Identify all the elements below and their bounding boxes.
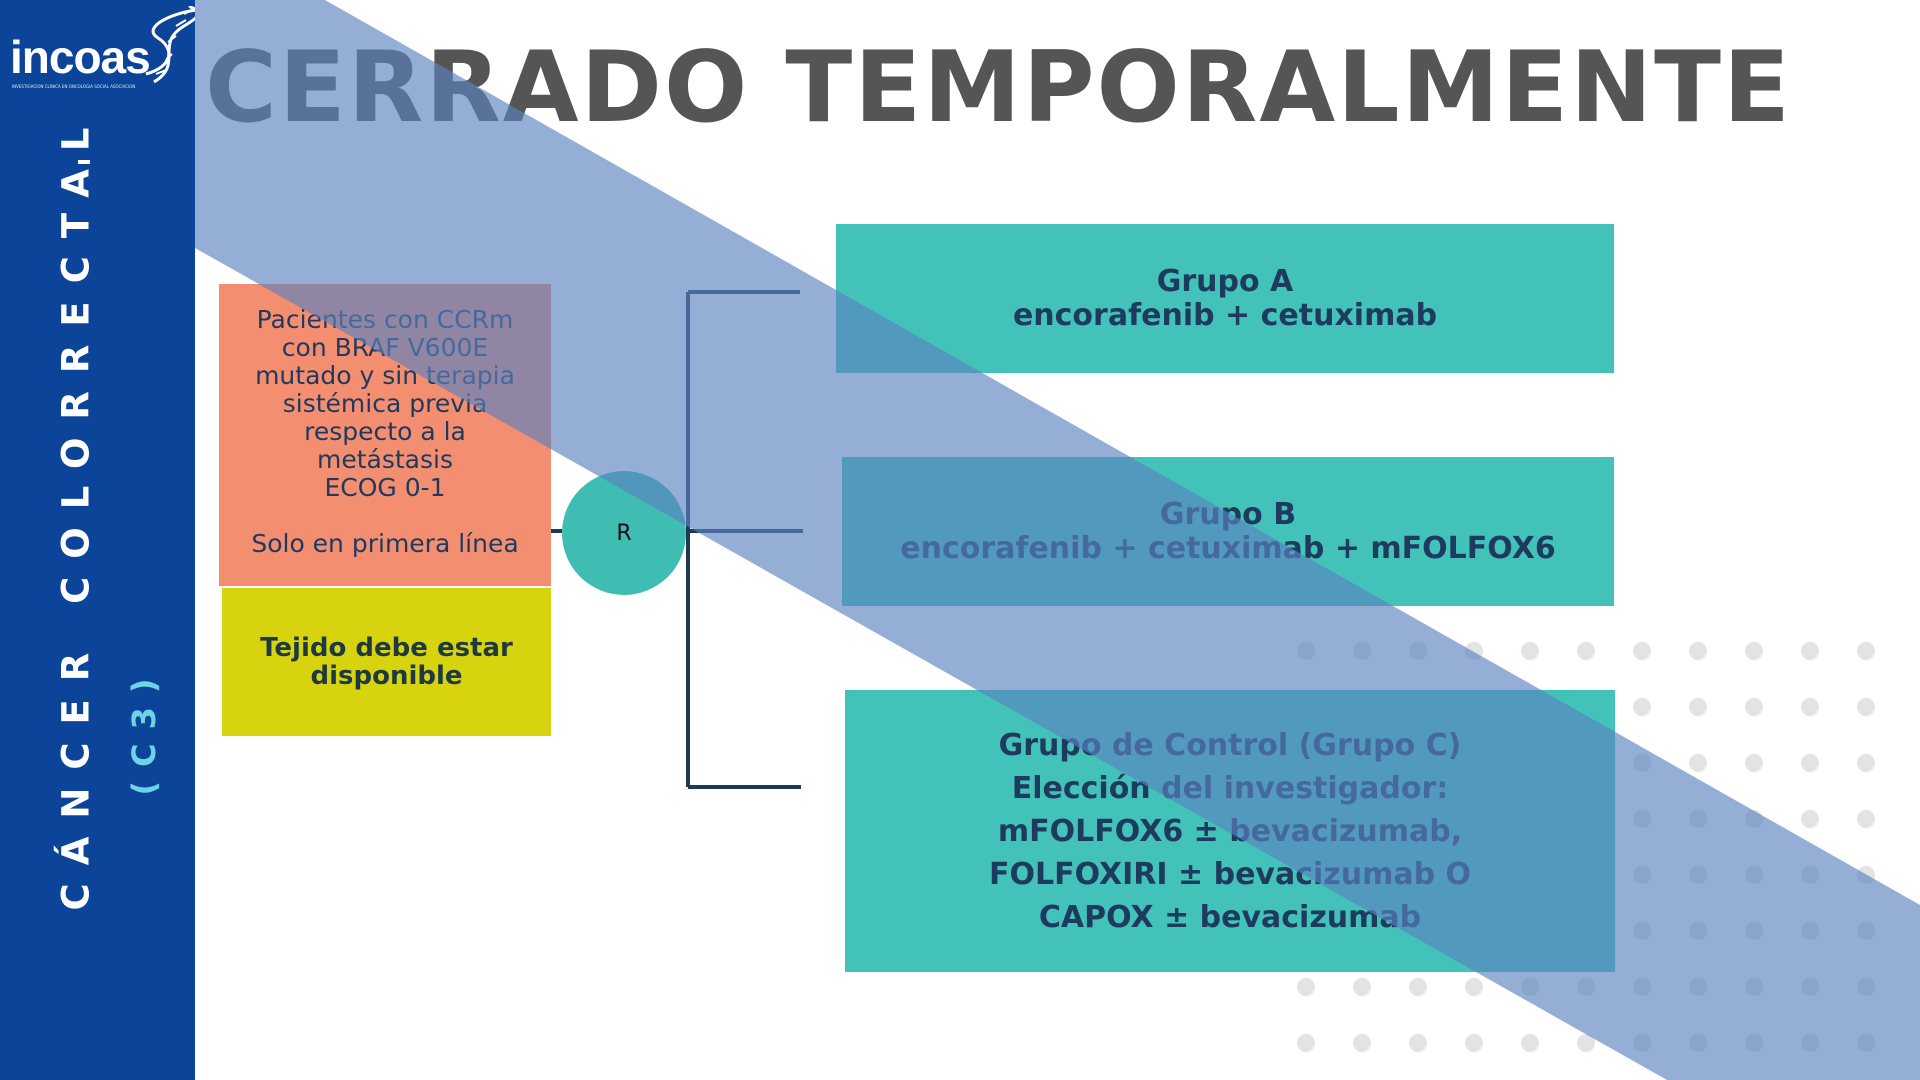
logo: incoas INVESTIGACION CLINICA EN ONCOLOGI… <box>10 4 200 99</box>
group-a-treatment: encorafenib + cetuximab <box>1012 297 1438 333</box>
patients-line: sistémica previa <box>282 389 488 418</box>
decor-dot <box>1633 810 1651 828</box>
patients-line: respecto a la <box>304 417 466 446</box>
decor-dot <box>1633 754 1651 772</box>
group-c-line: mFOLFOX6 ± bevacizumab, <box>997 813 1463 849</box>
decor-dot <box>1745 810 1763 828</box>
group-c-box: Grupo de Control (Grupo C) Elección del … <box>845 690 1615 972</box>
logo-tagline: INVESTIGACION CLINICA EN ONCOLOGIA SOCIA… <box>12 84 136 89</box>
group-c-line: FOLFOXIRI ± bevacizumab O <box>988 856 1472 892</box>
group-b-title: Grupo B <box>1159 496 1297 532</box>
decor-dot <box>1521 1034 1539 1052</box>
page-title: CERRADO TEMPORALMENTE <box>205 31 1792 145</box>
decor-dot <box>1801 754 1819 772</box>
decor-dot <box>1689 978 1707 996</box>
decor-dot <box>1465 642 1483 660</box>
decor-dot <box>1297 1034 1315 1052</box>
decor-dot <box>1409 978 1427 996</box>
randomization-label: R <box>616 520 632 546</box>
decor-dot <box>1801 810 1819 828</box>
dna-icon <box>145 4 200 84</box>
decor-dot <box>1745 978 1763 996</box>
decor-dot <box>1409 642 1427 660</box>
decor-dot <box>1857 978 1875 996</box>
decor-dot <box>1577 1034 1595 1052</box>
decor-dot <box>1745 1034 1763 1052</box>
patients-line: metástasis <box>317 445 453 474</box>
decor-dot <box>1633 642 1651 660</box>
decor-dot <box>1857 642 1875 660</box>
group-c-line: CAPOX ± bevacizumab <box>1038 899 1422 935</box>
decor-dot <box>1689 866 1707 884</box>
group-c-line: Grupo de Control (Grupo C) <box>998 727 1462 763</box>
decor-dot <box>1857 922 1875 940</box>
patients-line: mutado y sin terapia <box>255 361 515 390</box>
vertical-subtitle: (C3) <box>125 664 163 796</box>
decor-dot <box>1801 866 1819 884</box>
decor-dot <box>1801 922 1819 940</box>
decor-dot <box>1353 978 1371 996</box>
decor-dot <box>1521 978 1539 996</box>
patients-line: con BRAF V600E <box>281 333 489 362</box>
decor-dot <box>1857 866 1875 884</box>
decor-dot <box>1577 978 1595 996</box>
decor-dot <box>1689 810 1707 828</box>
decor-dot <box>1409 1034 1427 1052</box>
patients-line: ECOG 0-1 <box>324 473 446 502</box>
decor-dot <box>1745 866 1763 884</box>
vertical-title: CÁNCER COLORRECTAL <box>54 109 98 911</box>
group-c-line: Elección del investigador: <box>1011 770 1449 806</box>
logo-text: incoas <box>10 31 151 83</box>
decor-dot <box>1857 754 1875 772</box>
decor-dot <box>1465 1034 1483 1052</box>
decor-dot <box>1577 642 1595 660</box>
decor-dot <box>1353 642 1371 660</box>
decor-dot <box>1745 754 1763 772</box>
decor-dot <box>1689 754 1707 772</box>
group-a-title: Grupo A <box>1156 263 1294 299</box>
group-b-box: Grupo B encorafenib + cetuximab + mFOLFO… <box>842 457 1614 606</box>
decor-dot <box>1297 978 1315 996</box>
decor-dot <box>1633 1034 1651 1052</box>
decor-dot <box>1633 922 1651 940</box>
decor-dot <box>1689 698 1707 716</box>
decor-dot <box>1521 642 1539 660</box>
patients-line: Solo en primera línea <box>251 529 519 558</box>
tissue-line: Tejido debe estar <box>260 633 513 663</box>
decor-dot <box>1857 810 1875 828</box>
patients-box: Pacientes con CCRm con BRAF V600E mutado… <box>219 284 551 586</box>
decor-dot <box>1689 922 1707 940</box>
decor-dot <box>1633 978 1651 996</box>
tissue-line: disponible <box>310 661 463 691</box>
title-tick <box>78 160 90 164</box>
patients-line: Pacientes con CCRm <box>256 305 514 334</box>
randomization-node: R <box>562 471 686 595</box>
decor-dot <box>1745 698 1763 716</box>
decor-dot <box>1297 642 1315 660</box>
decor-dot <box>1801 1034 1819 1052</box>
decor-dot <box>1633 698 1651 716</box>
decor-dot <box>1857 698 1875 716</box>
decor-dot <box>1353 1034 1371 1052</box>
decor-dot <box>1689 1034 1707 1052</box>
decor-dot <box>1745 642 1763 660</box>
group-a-box: Grupo A encorafenib + cetuximab <box>836 224 1614 373</box>
decor-dot <box>1857 1034 1875 1052</box>
decor-dot <box>1801 978 1819 996</box>
sidebar: incoas INVESTIGACION CLINICA EN ONCOLOGI… <box>0 0 200 1080</box>
decor-dot <box>1745 922 1763 940</box>
tissue-box: Tejido debe estar disponible <box>222 588 551 736</box>
group-b-treatment: encorafenib + cetuximab + mFOLFOX6 <box>900 530 1556 566</box>
decor-dot <box>1801 698 1819 716</box>
decor-dot <box>1465 978 1483 996</box>
decor-dot <box>1689 642 1707 660</box>
decor-dot <box>1801 642 1819 660</box>
decor-dot <box>1633 866 1651 884</box>
